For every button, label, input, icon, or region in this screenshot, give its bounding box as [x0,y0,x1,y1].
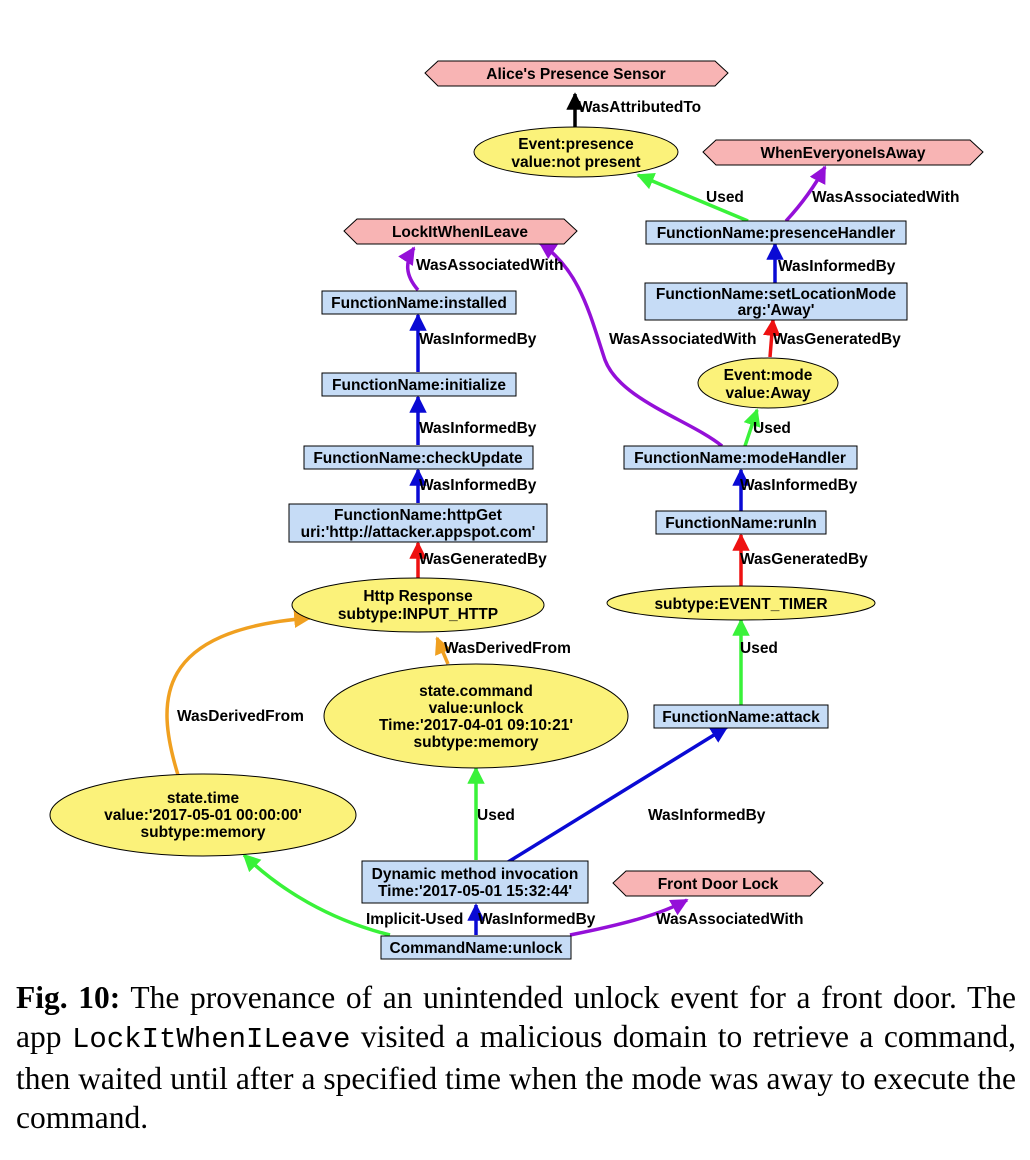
node-label-line-1: Dynamic method invocation [372,866,579,883]
edge-was-associated-with-lockit-mode [538,241,724,448]
edge-label-used-mode: Used [753,420,791,437]
activity-node-mode-handler: FunctionName:modeHandler [623,445,858,470]
activity-node-run-in: FunctionName:runIn [655,510,827,535]
node-label-line-1: Event:mode [724,367,813,384]
entity-node-event-timer: subtype:EVENT_TIMER [606,585,876,621]
edge-label-used-timer: Used [740,640,778,657]
node-label: subtype:EVENT_TIMER [654,596,827,613]
edge-label-was-informed-by-runin: WasInformedBy [740,477,858,494]
node-label-line-3: Time:'2017-04-01 09:10:21' [379,717,573,734]
edge-was-derived-from-time [165,610,312,776]
node-label-line-1: FunctionName:httpGet [334,507,502,524]
activity-node-initialize: FunctionName:initialize [321,372,517,397]
figure-caption: Fig. 10: The provenance of an unintended… [16,978,1016,1137]
node-label-line-2: value:unlock [429,700,524,717]
provenance-graph: Alice's Presence Sensor WhenEveryoneIsAw… [49,60,984,960]
node-label: WhenEveryoneIsAway [760,145,925,162]
edge-label-was-associated-with-lockit-installed: WasAssociatedWith [416,257,563,274]
node-label-line-1: state.command [419,683,533,700]
node-label-line-2: uri:'http://attacker.appspot.com' [301,524,536,541]
node-label: Alice's Presence Sensor [486,66,665,83]
activity-node-set-location-mode: FunctionName:setLocationMode arg:'Away' [644,282,908,321]
node-label: Front Door Lock [658,876,779,893]
edge-label-was-attributed-to: WasAttributedTo [578,99,701,116]
edge-was-informed-by-attack [507,725,729,864]
edge-label-used-command: Used [477,807,515,824]
node-label: FunctionName:presenceHandler [657,225,896,242]
node-label-line-4: subtype:memory [414,734,539,751]
agent-node-when-everyone-is-away: WhenEveryoneIsAway [702,139,984,166]
node-label-line-1: Event:presence [518,136,634,153]
node-label: FunctionName:attack [662,709,820,726]
edge-label-was-generated-by-httpget: WasGeneratedBy [419,551,547,568]
edge-label-was-associated-with-front-door: WasAssociatedWith [656,911,803,928]
node-label-line-1: state.time [167,790,240,807]
edge-used-presence [636,173,749,223]
edge-label-was-generated-by-runin: WasGeneratedBy [740,551,868,568]
node-label-line-2: value:Away [725,385,810,402]
edge-label-implicit-used: Implicit-Used [366,911,463,928]
activity-node-command-unlock: CommandName:unlock [380,935,572,960]
node-label-line-2: value:not present [511,154,640,171]
edge-was-generated-by-setmode [763,318,781,358]
entity-node-event-presence: Event:presence value:not present [473,126,679,178]
node-label: FunctionName:checkUpdate [313,450,523,467]
edge-label-was-derived-from-time: WasDerivedFrom [177,708,304,725]
entity-node-state-command: state.command value:unlock Time:'2017-04… [323,663,629,769]
node-label: FunctionName:modeHandler [634,450,846,467]
edge-label-was-informed-by-invocation: WasInformedBy [478,911,596,928]
edge-used-mode [743,408,761,447]
node-label-line-2: arg:'Away' [738,302,815,319]
node-label: LockItWhenILeave [392,224,528,241]
node-label: FunctionName:installed [331,295,507,312]
caption-text-after-app: visited a malicious domain to retrieve a… [16,1019,1016,1135]
node-label-line-3: subtype:memory [141,824,266,841]
node-label: FunctionName:runIn [665,515,817,532]
edge-label-was-informed-by-attack: WasInformedBy [648,807,766,824]
edge-label-was-associated-with-everyone-away: WasAssociatedWith [812,189,959,206]
node-label: FunctionName:initialize [332,377,506,394]
edge-was-associated-with-front-door [569,898,689,937]
caption-text-before-app: The provenance of an unintended unlock e… [16,980,1016,1054]
entity-node-event-mode: Event:mode value:Away [697,357,839,409]
edge-was-associated-with-everyone-away [784,165,827,223]
agent-node-front-door-lock: Front Door Lock [612,870,824,897]
entity-node-state-time: state.time value:'2017-05-01 00:00:00' s… [49,773,357,857]
node-label: CommandName:unlock [389,940,562,957]
figure-number: Fig. 10: [16,980,121,1015]
node-label-line-1: Http Response [363,588,473,605]
activity-node-installed: FunctionName:installed [321,290,517,315]
entity-node-http-response: Http Response subtype:INPUT_HTTP [291,577,545,633]
edge-label-was-informed-by-setmode: WasInformedBy [778,258,896,275]
edge-was-associated-with-lockit-installed [398,246,420,292]
edge-label-was-informed-by-initialize: WasInformedBy [419,331,537,348]
node-label-line-2: subtype:INPUT_HTTP [338,606,498,623]
activity-node-dynamic-method-invocation: Dynamic method invocation Time:'2017-05-… [361,860,589,904]
edge-label-was-informed-by-checkupdate: WasInformedBy [419,420,537,437]
node-label-line-2: value:'2017-05-01 00:00:00' [104,807,302,824]
edge-label-was-associated-with-lockit-mode: WasAssociatedWith [609,331,756,348]
edge-label-was-derived-from-command: WasDerivedFrom [444,640,571,657]
edge-implicit-used [242,853,391,937]
activity-node-presence-handler: FunctionName:presenceHandler [645,220,907,245]
agent-node-lock-it-when-i-leave: LockItWhenILeave [343,218,578,245]
node-label-line-1: FunctionName:setLocationMode [656,286,897,303]
node-label-line-2: Time:'2017-05-01 15:32:44' [378,883,572,900]
edge-was-derived-from-command [435,636,452,665]
agent-node-alice-presence-sensor: Alice's Presence Sensor [424,60,729,87]
edge-label-used-presence: Used [706,189,744,206]
edge-label-was-generated-by-setmode: WasGeneratedBy [773,331,901,348]
edge-label-was-informed-by-httpget: WasInformedBy [419,477,537,494]
caption-app-name: LockItWhenILeave [71,1023,351,1056]
activity-node-attack: FunctionName:attack [653,704,829,729]
activity-node-check-update: FunctionName:checkUpdate [303,445,534,470]
activity-node-http-get: FunctionName:httpGet uri:'http://attacke… [288,503,548,543]
